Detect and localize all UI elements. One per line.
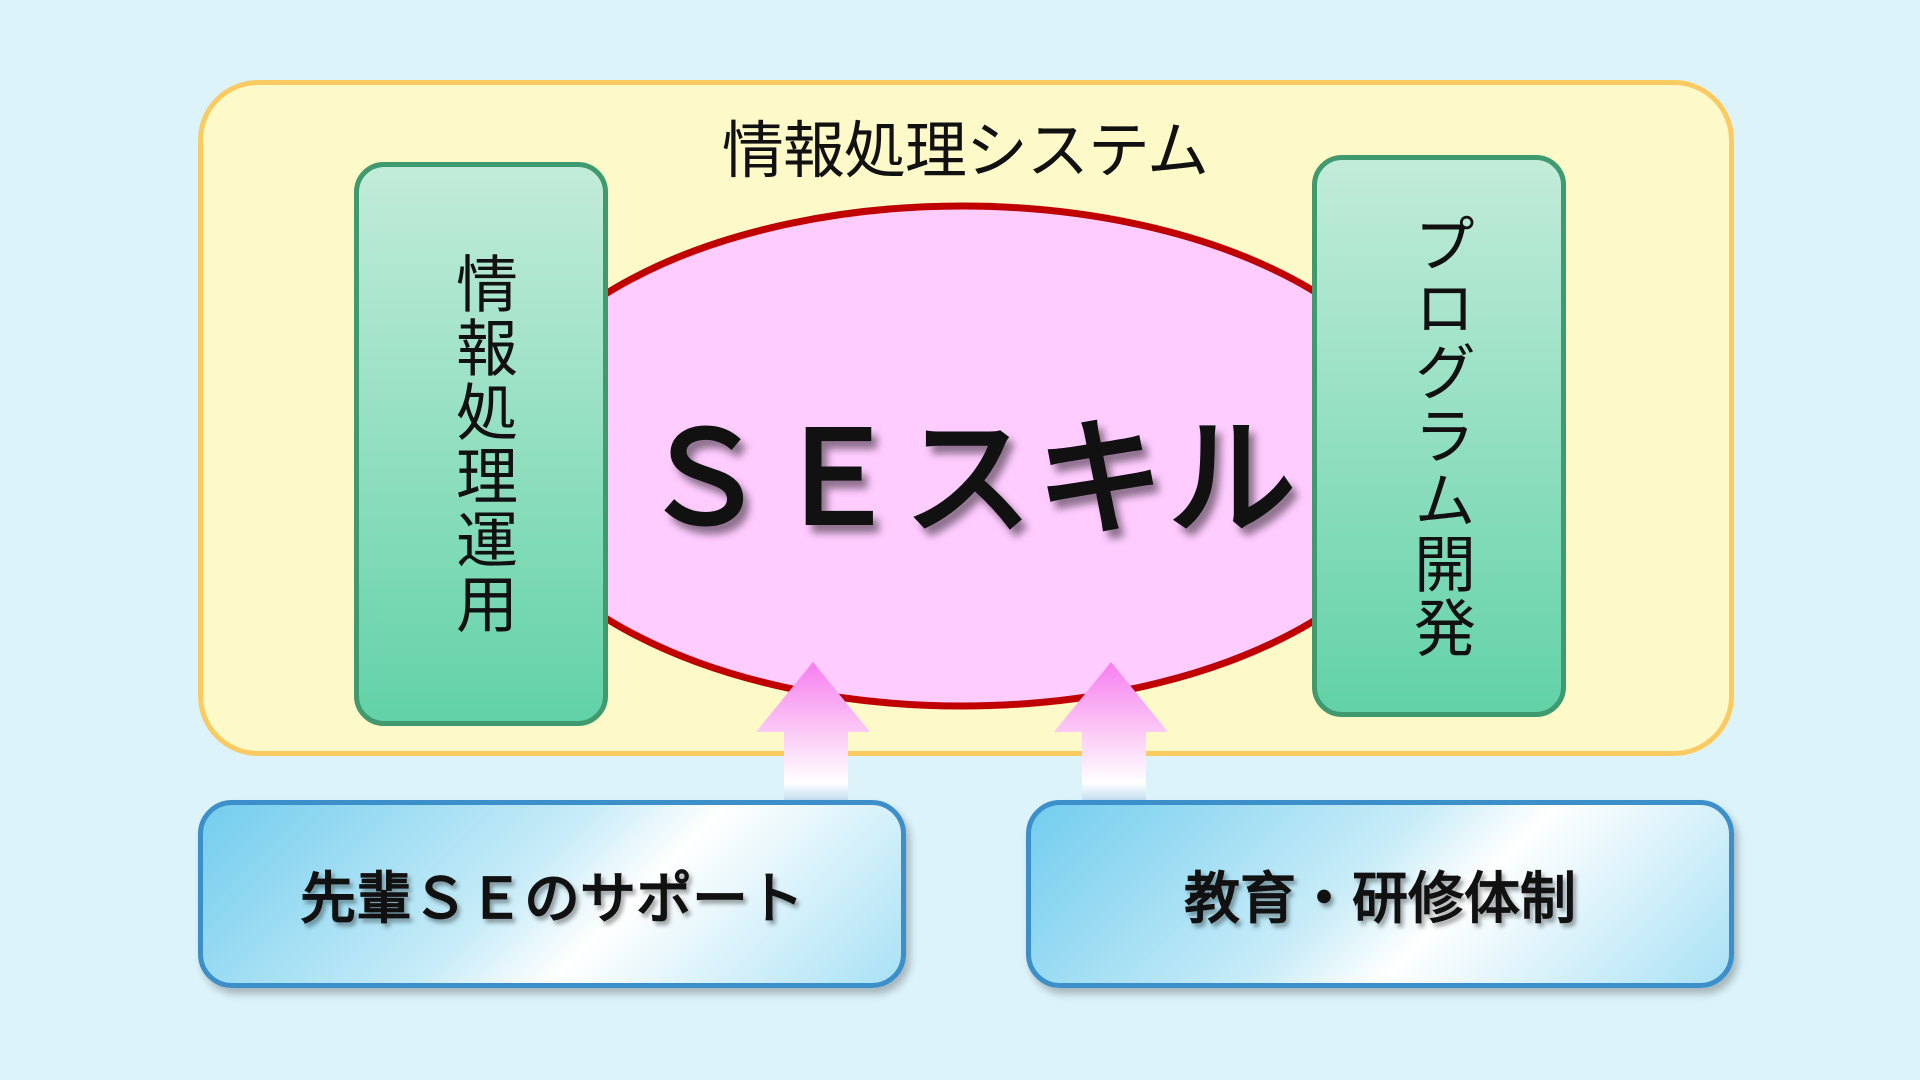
ops-label: 情報処理運用 xyxy=(445,252,518,636)
se-skill-label: ＳＥスキル xyxy=(640,405,1301,554)
senior-se-support-label: 先輩ＳＥのサポート xyxy=(300,866,804,932)
system-title: 情報処理システム xyxy=(721,114,1209,187)
arrow-up-left-icon xyxy=(756,662,870,830)
program-dev-label: プログラム開発 xyxy=(1403,212,1476,660)
senior-se-support-box: 先輩ＳＥのサポート xyxy=(198,800,906,988)
training-system-label: 教育・研修体制 xyxy=(1184,866,1576,932)
training-system-box: 教育・研修体制 xyxy=(1026,800,1734,988)
ops-box: 情報処理運用 xyxy=(354,162,608,726)
program-dev-box: プログラム開発 xyxy=(1312,155,1566,717)
arrow-up-right-icon xyxy=(1054,662,1168,830)
